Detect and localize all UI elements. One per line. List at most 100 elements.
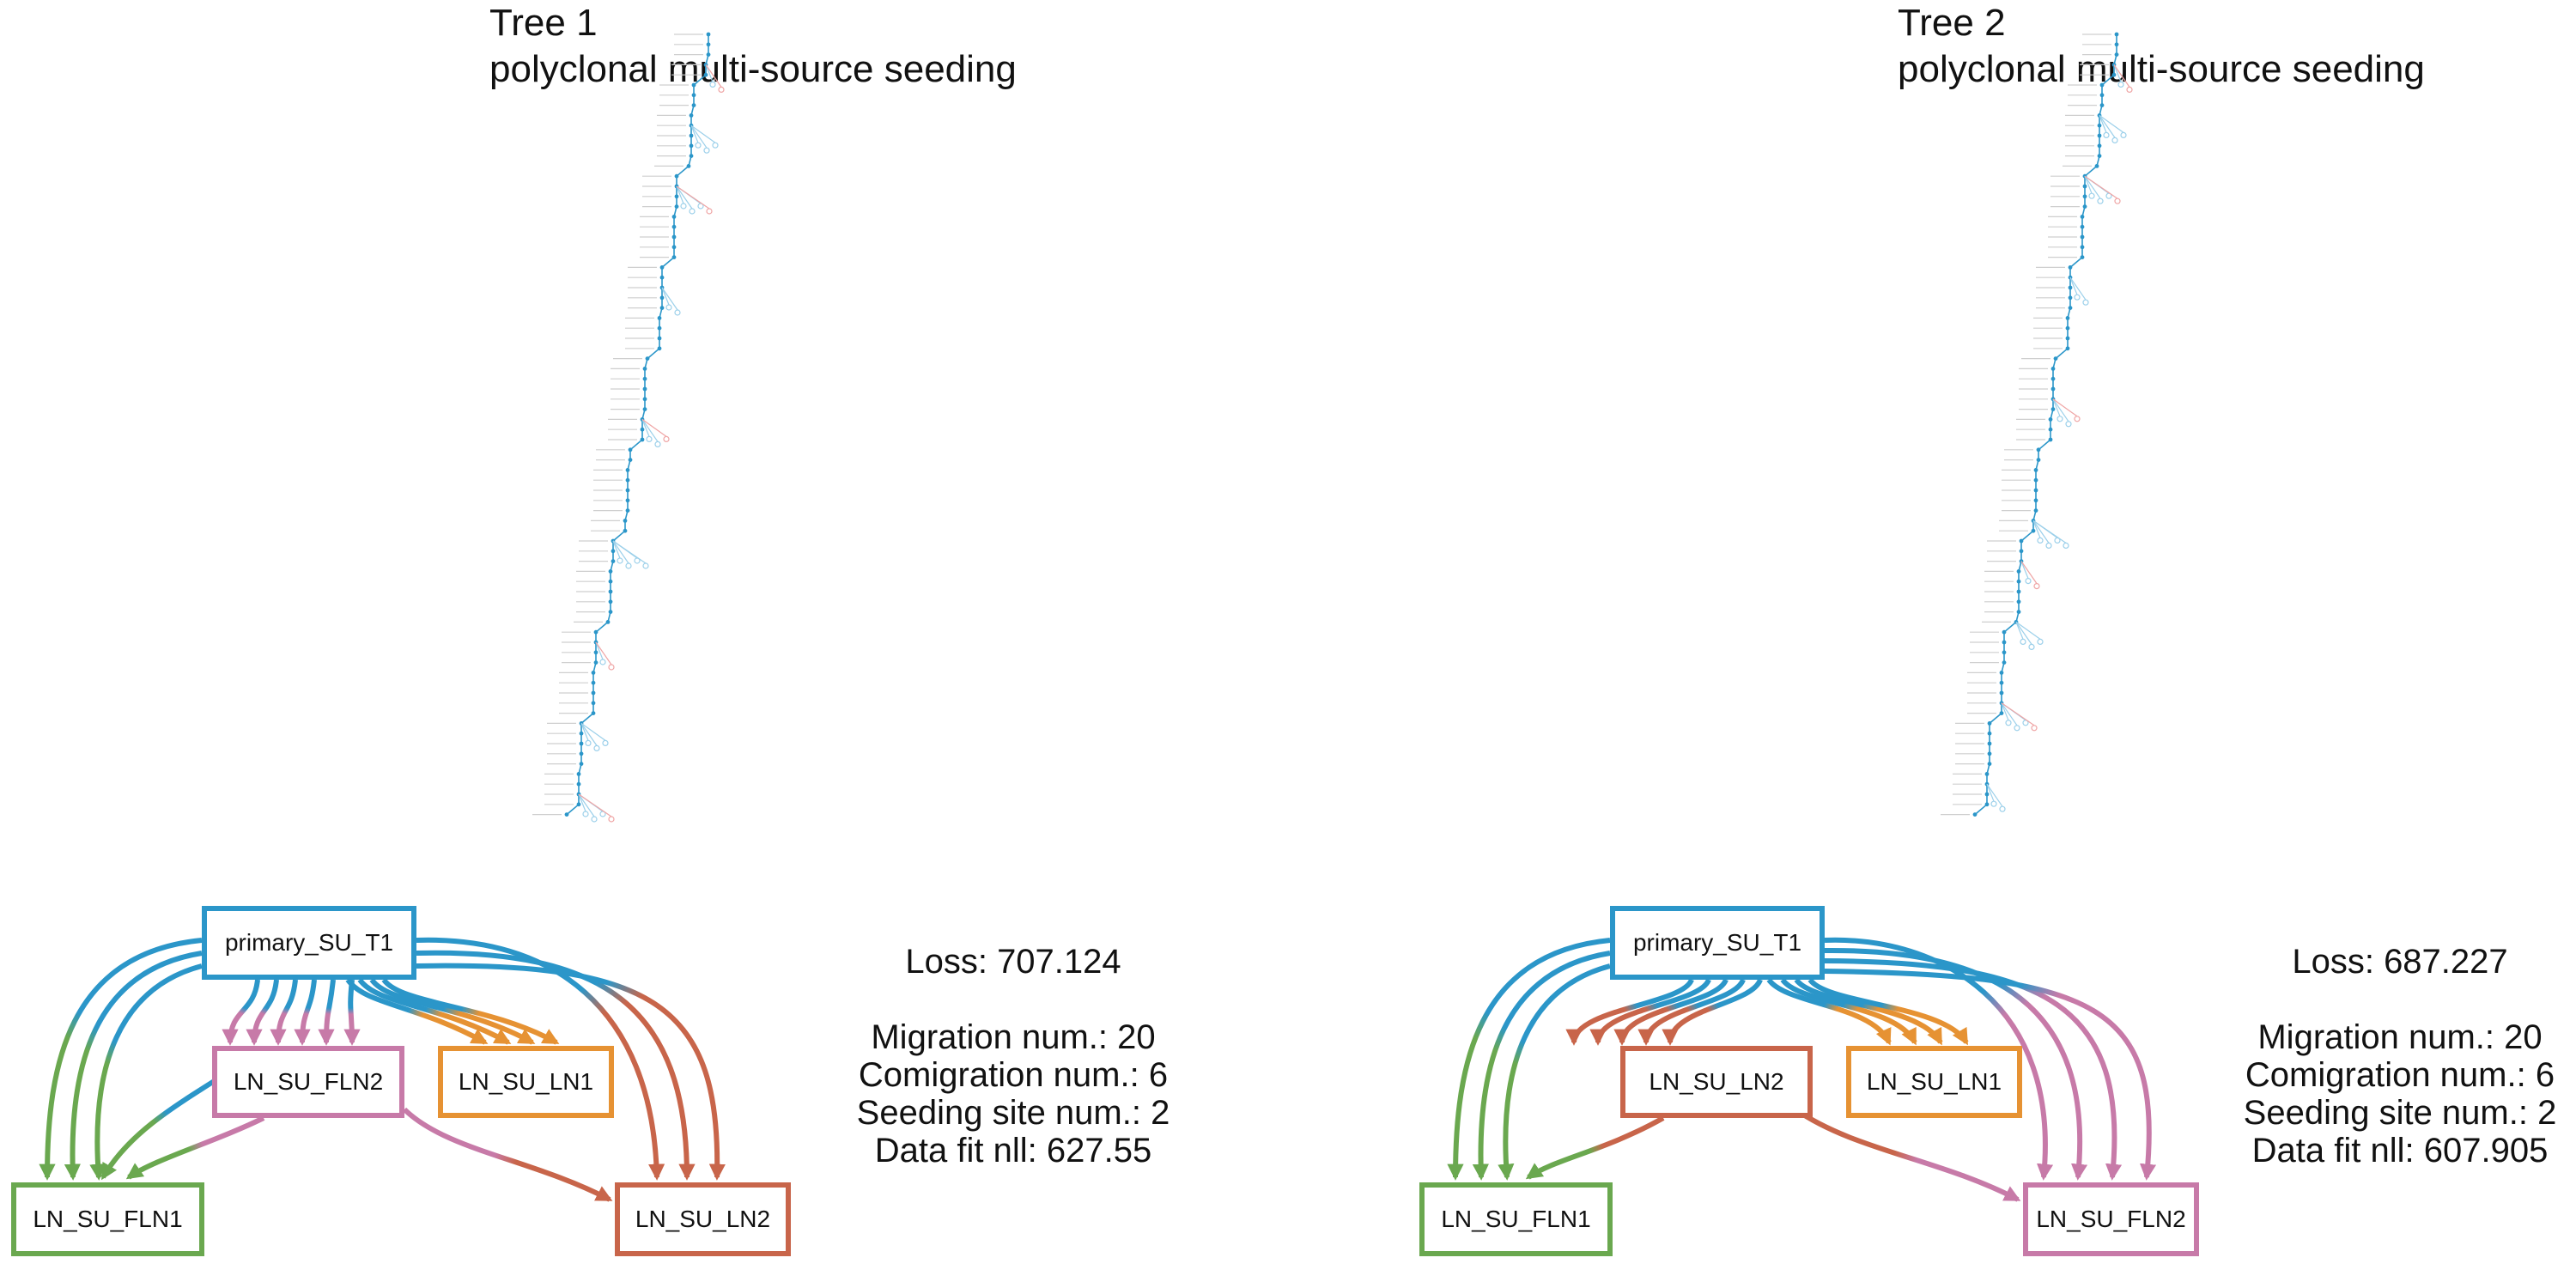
tree-node: [706, 32, 711, 37]
edge-primary-to-bottomleft: [89, 963, 203, 1181]
tree-node: [2080, 255, 2085, 259]
tree-node: [674, 173, 679, 179]
tree-node: [671, 224, 677, 229]
site-node-bottom-left: LN_SU_FLN1: [11, 1182, 204, 1256]
tree-leaf: [2020, 638, 2026, 646]
tree-branch: [2032, 519, 2067, 544]
tree-node: [591, 680, 596, 685]
tree-leaf: [2082, 299, 2089, 306]
tree-branch: [612, 540, 629, 564]
tree-node: [623, 528, 628, 533]
tree-branch: [2084, 175, 2118, 199]
tree-node: [2031, 528, 2036, 533]
tree-leaf: [593, 744, 600, 752]
tree-branch: [578, 793, 586, 812]
edge-midleft-to-bottomleft: [1525, 1115, 1665, 1180]
tree-branch: [612, 540, 647, 564]
tree-leaf: [2065, 421, 2072, 428]
edge-primary-to-midleft: [294, 979, 317, 1046]
tree-leaf: [646, 435, 653, 442]
clone-tree: [1941, 32, 2133, 817]
tree-node: [659, 275, 665, 280]
tree-leaf: [625, 562, 632, 569]
tree-branch: [2099, 115, 2116, 138]
tree-branch: [2052, 398, 2061, 417]
tree-leaf: [634, 557, 641, 564]
edge-primary-to-bottomright: [1824, 969, 2157, 1181]
tree-branch: [641, 418, 667, 437]
tree-leaf: [599, 811, 606, 817]
edge-primary-to-midright: [1766, 978, 1892, 1046]
tree-leaf: [2005, 720, 2012, 726]
edge-midleft-to-bottomleft: [125, 1115, 265, 1180]
loss-value: Loss: 707.124: [905, 943, 1121, 981]
tree-leaf: [709, 81, 716, 88]
tree-branch: [641, 419, 650, 437]
tree-leaf: [2014, 725, 2020, 732]
tree-node: [2065, 336, 2070, 341]
edge-primary-to-midright: [1807, 977, 1969, 1046]
tree-branch: [2003, 621, 2017, 633]
tree-leaf: [642, 562, 649, 569]
tree-leaf: [582, 811, 589, 817]
tree-branch: [641, 419, 659, 442]
site-node-bottom-right: LN_SU_LN2: [615, 1182, 791, 1256]
tree-leaf: [706, 208, 713, 215]
tree-node: [689, 113, 694, 118]
tree-node: [671, 255, 677, 259]
site-node-mid-right: LN_SU_LN1: [438, 1046, 614, 1118]
tree-branch: [2052, 398, 2078, 417]
edge-primary-to-midright: [1780, 978, 1917, 1046]
tree-node: [591, 701, 596, 706]
tree-node: [657, 346, 662, 351]
tree-node: [625, 468, 630, 472]
tree-branch: [2001, 702, 2035, 726]
tree-branch: [2084, 165, 2098, 177]
tree-branch: [690, 125, 716, 143]
tree-node: [674, 194, 679, 199]
edge-primary-to-midleft: [1637, 978, 1746, 1046]
tree-node: [691, 82, 696, 88]
tree-node: [691, 93, 696, 98]
tree-node: [1972, 812, 1978, 817]
tree-node: [591, 671, 596, 675]
tree-leaf: [2028, 643, 2035, 651]
tree-node: [2068, 285, 2073, 290]
tree-node: [576, 781, 581, 787]
tree-branch: [595, 641, 612, 665]
edge-primary-to-bottomright: [416, 937, 665, 1181]
tree-node: [642, 376, 647, 381]
tree-leaf: [654, 440, 661, 447]
tree-branch: [580, 723, 598, 746]
tree-node: [2002, 660, 2007, 665]
tree-branch: [2113, 64, 2130, 88]
tree-node: [1984, 792, 1990, 797]
tree-label: Tree 2: [1898, 2, 2006, 44]
tree-node: [2016, 579, 2021, 584]
tree-node: [2065, 325, 2070, 331]
tree-branch: [2101, 74, 2115, 86]
tree-node: [605, 620, 611, 624]
tree-leaf: [608, 816, 615, 823]
tree-branch: [2069, 256, 2083, 269]
tree-node: [691, 103, 696, 107]
migration-count: Migration num.: 20: [2257, 1018, 2543, 1056]
tree-node: [2080, 215, 2085, 219]
tree-leaf: [2114, 197, 2121, 204]
tree-node: [640, 427, 645, 432]
edge-primary-to-bottomleft: [100, 1069, 231, 1181]
edge-primary-to-midleft: [318, 979, 336, 1046]
tree-node: [657, 336, 662, 341]
seeding-site-count: Seeding site num.: 2: [856, 1094, 1170, 1132]
edge-primary-to-bottomright: [416, 950, 696, 1181]
tree-branch: [580, 712, 594, 725]
tree-branch: [647, 348, 660, 360]
tree-node: [642, 386, 647, 392]
tree-leaf: [1990, 800, 1997, 807]
edge-primary-to-bottomright: [1824, 947, 2088, 1181]
tree-leaf: [2057, 416, 2063, 422]
comigration-count: Comigration num.: 6: [858, 1056, 1169, 1094]
comigration-count: Comigration num.: 6: [2245, 1056, 2555, 1094]
tree-branch: [2084, 175, 2101, 199]
tree-node: [608, 610, 613, 614]
